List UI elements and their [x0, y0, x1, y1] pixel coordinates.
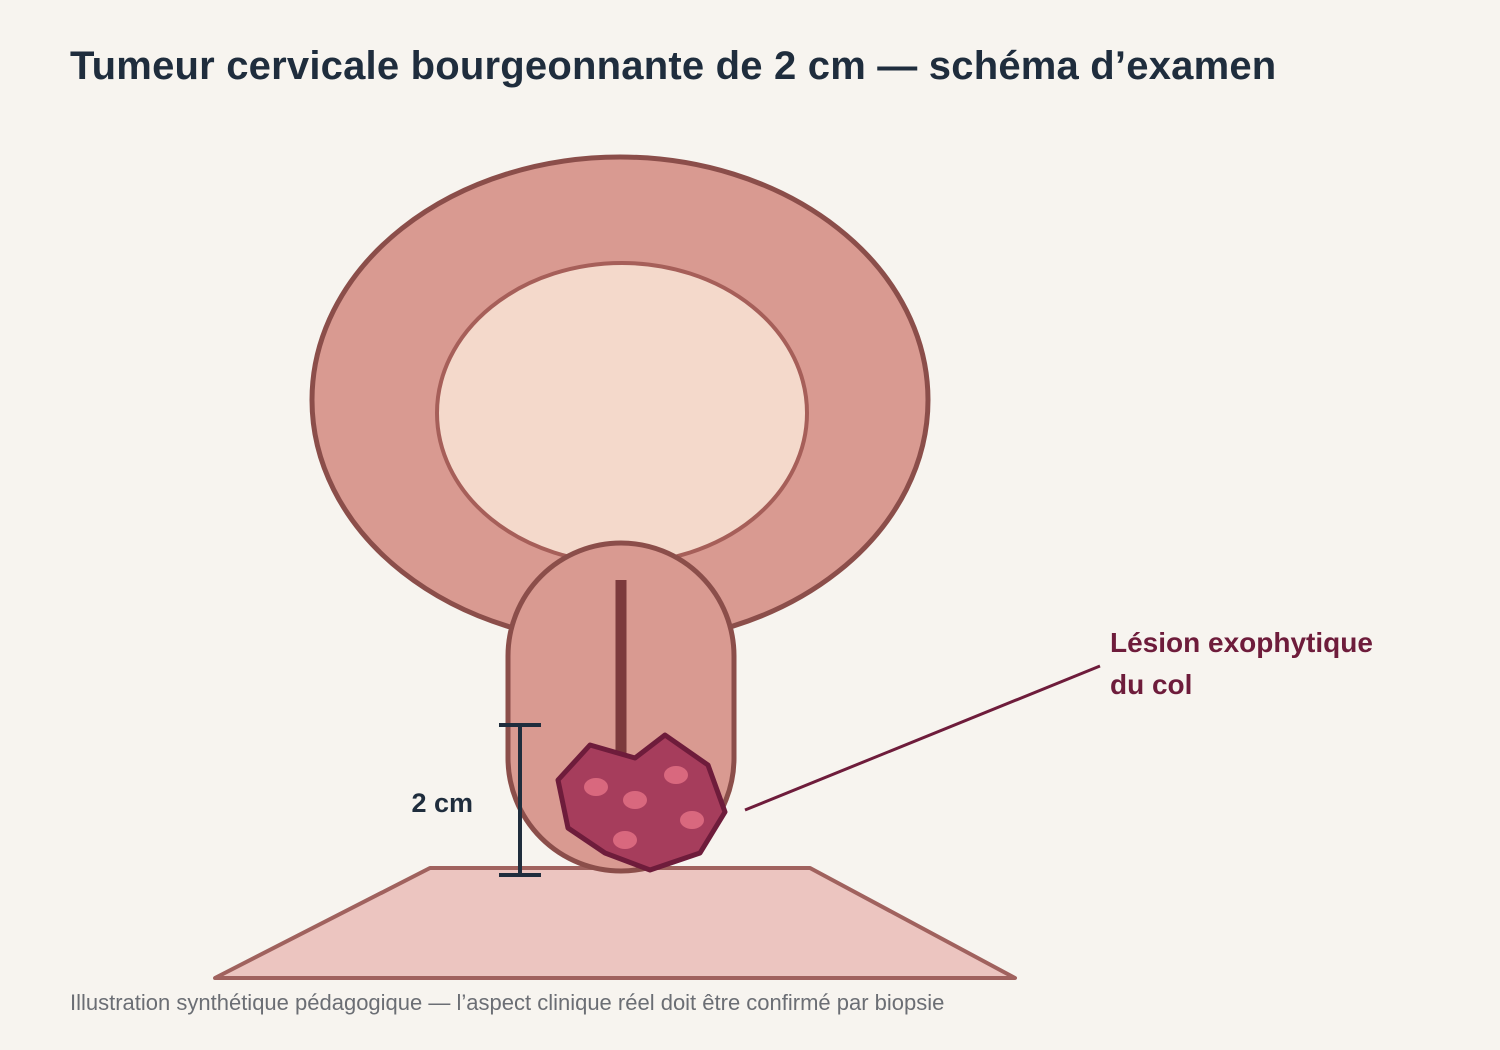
- lesion-leader-line: [744, 664, 1101, 812]
- lesion-label-line1: Lésion exophytique: [1110, 627, 1373, 658]
- tumor-nodule: [584, 778, 608, 796]
- vaginal-floor: [213, 866, 1017, 980]
- measurement-bar: [499, 723, 541, 877]
- caption: Illustration synthétique pédagogique — l…: [70, 990, 945, 1015]
- tumor-nodule: [680, 811, 704, 829]
- tumor-nodule: [664, 766, 688, 784]
- tumor-nodule: [623, 791, 647, 809]
- exophytic-tumor: [555, 732, 728, 873]
- lesion-label-line2: du col: [1110, 669, 1192, 700]
- tumor-nodule: [613, 831, 637, 849]
- measurement-label: 2 cm: [411, 788, 473, 818]
- uterine-cavity: [435, 261, 809, 565]
- diagram-title: Tumeur cervicale bourgeonnante de 2 cm —…: [70, 44, 1277, 88]
